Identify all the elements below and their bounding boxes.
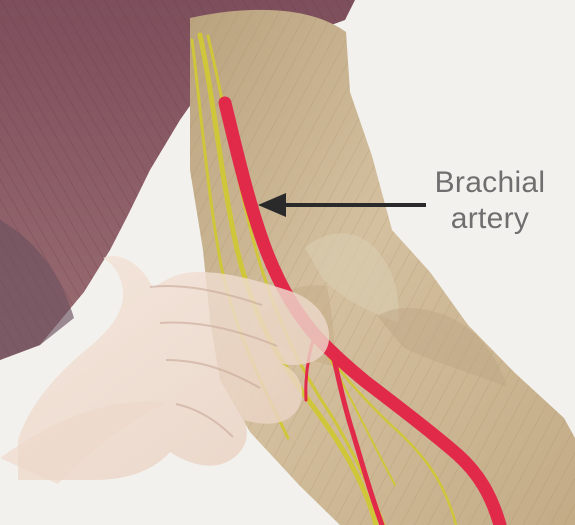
label-line-1: Brachial: [430, 165, 550, 201]
brachial-artery-label: Brachial artery: [430, 165, 550, 237]
label-line-2: artery: [430, 201, 550, 237]
